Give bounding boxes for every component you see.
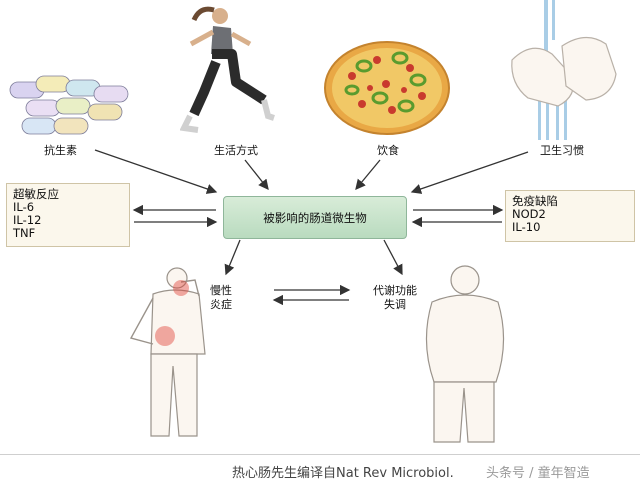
pain-person-icon — [129, 267, 206, 437]
diet-label: 饮食 — [377, 144, 399, 157]
right-box-item-1: NOD2 — [512, 207, 546, 221]
hypersensitivity-box: 超敏反应 IL-6 IL-12 TNF — [6, 183, 130, 247]
pizza-icon — [324, 41, 450, 135]
arrow-center-to-metabolic — [383, 239, 403, 276]
arrow-diet — [355, 159, 381, 191]
lifestyle-label: 生活方式 — [214, 144, 258, 157]
right-box-item-0: 免疫缺陷 — [512, 194, 558, 208]
metabolic-disorder-label: 代谢功能 失调 — [373, 284, 417, 312]
affected-gut-microbiota-node: 被影响的肠道微生物 — [223, 196, 407, 239]
watermark: 头条号 / 童年智造 — [486, 466, 590, 481]
runner-icon — [180, 6, 275, 133]
left-box-item-0: 超敏反应 — [13, 187, 59, 201]
arrow-antibiotics — [94, 149, 218, 194]
metabolic-disorder-line-0: 代谢功能 — [373, 284, 417, 297]
hygiene-label: 卫生习惯 — [540, 144, 584, 157]
obese-person-icon — [425, 265, 505, 443]
source-credit: 热心肠先生编译自Nat Rev Microbiol. — [232, 466, 454, 481]
antibiotics-label: 抗生素 — [44, 144, 77, 157]
right-box-item-2: IL-10 — [512, 220, 541, 234]
pills-icon — [9, 75, 129, 135]
left-box-item-2: IL-12 — [13, 213, 42, 227]
footer-divider — [0, 454, 640, 455]
chronic-inflammation-line-1: 炎症 — [210, 298, 232, 311]
arrow-lifestyle — [244, 159, 269, 191]
left-box-item-3: TNF — [13, 226, 36, 240]
handwash-icon — [511, 0, 617, 140]
left-box-item-1: IL-6 — [13, 200, 35, 214]
metabolic-disorder-line-1: 失调 — [384, 298, 406, 311]
center-label: 被影响的肠道微生物 — [263, 210, 367, 225]
immunodeficiency-box: 免疫缺陷 NOD2 IL-10 — [505, 190, 635, 242]
chronic-inflammation-line-0: 慢性 — [210, 284, 232, 297]
chronic-inflammation-label: 慢性 炎症 — [210, 284, 232, 312]
arrow-center-to-inflammation — [224, 239, 241, 276]
arrow-hygiene — [410, 151, 529, 194]
